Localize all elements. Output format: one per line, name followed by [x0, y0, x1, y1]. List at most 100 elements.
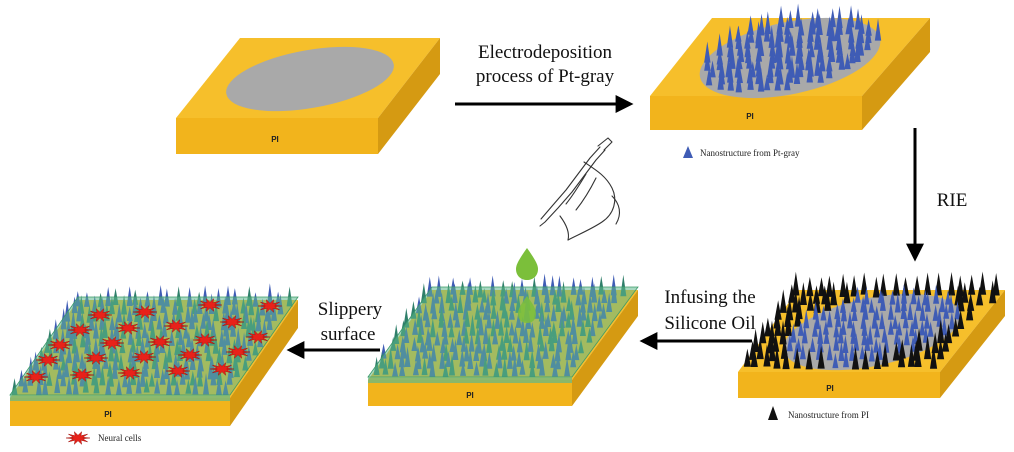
neural-cells	[23, 297, 283, 385]
pt-gray-spike	[813, 30, 821, 50]
pt-gray-spike	[887, 301, 894, 320]
pi-spike	[782, 346, 790, 370]
pt-gray-spike	[768, 25, 775, 48]
neural-cell	[257, 298, 283, 314]
oil-layer-front	[368, 377, 572, 383]
pt-gray-spike	[912, 328, 919, 345]
pt-gray-spike	[849, 41, 856, 64]
pt-gray-spike	[859, 345, 866, 360]
rie-caption: RIE	[937, 190, 968, 211]
pi-spike	[817, 277, 826, 297]
pi-spike	[764, 317, 772, 337]
pi-spike	[759, 321, 767, 344]
pi-spike	[839, 273, 847, 298]
pt-gray-spike	[769, 36, 776, 57]
substrate-front	[368, 380, 572, 406]
pi-spike	[752, 328, 760, 353]
pt-gray-spike	[826, 343, 833, 361]
pi-spike	[774, 315, 782, 336]
pt-gray-spike	[844, 53, 851, 70]
pi-spike	[772, 333, 780, 352]
pt-gray-spike	[806, 60, 813, 83]
pt-gray-spike	[932, 304, 939, 321]
pi-spike	[873, 350, 882, 370]
neural-cell	[219, 314, 245, 330]
pt-gray-spike	[833, 332, 840, 351]
pi-spike	[892, 341, 900, 361]
pt-gray-spike	[933, 284, 940, 304]
pt-gray-spike	[868, 344, 875, 362]
pi-spike	[791, 289, 800, 313]
electrodeposition-caption-line2: process of Pt-gray	[476, 66, 615, 87]
pt-gray-spike	[941, 316, 948, 336]
neural-cell	[209, 361, 235, 377]
neural-cell	[35, 352, 61, 368]
pt-gray-spike	[919, 302, 926, 321]
pt-gray-spike	[845, 17, 852, 35]
panel-rie: PI	[738, 271, 1005, 398]
pt-gray-spike	[842, 347, 849, 368]
pt-gray-spike	[892, 314, 899, 329]
pt-gray-spike	[846, 311, 853, 329]
pt-gray-spike	[850, 326, 857, 344]
pi-spike	[915, 328, 923, 351]
pt-gray-spike	[894, 292, 901, 313]
pt-gray-spike	[939, 295, 946, 313]
pi-spike	[929, 345, 938, 369]
pt-gray-spike	[817, 64, 824, 83]
neural-cell	[163, 318, 189, 334]
pt-gray-spike	[863, 286, 870, 305]
slippery-caption-line1: Slippery	[318, 299, 383, 320]
pt-gray-spike	[874, 322, 881, 338]
neural-cell-icon-shape	[65, 430, 91, 446]
legend-pi-text: Nanostructure from PI	[788, 410, 869, 420]
neural-cell	[83, 350, 109, 366]
pt-gray-spike	[729, 44, 736, 69]
slippery-caption-line2: surface	[321, 324, 376, 345]
pi-spike	[806, 276, 814, 297]
pt-gray-spike	[873, 337, 880, 353]
pt-gray-spike	[947, 293, 954, 313]
pt-gray-spike	[943, 303, 950, 319]
pt-gray-spike	[709, 60, 716, 78]
pi-spike	[799, 282, 807, 306]
pi-spike	[941, 333, 950, 352]
pi-spike	[851, 347, 860, 370]
pt-gray-spike	[915, 295, 922, 311]
pi-spike	[779, 320, 787, 345]
pt-gray-spike	[887, 319, 894, 335]
neural-cell	[23, 369, 49, 385]
pt-gray-spike	[758, 13, 765, 36]
pt-gray-spike	[909, 320, 916, 337]
pt-gray-spike	[705, 66, 713, 86]
neural-cell	[197, 297, 223, 313]
pt-gray-spike	[774, 58, 781, 77]
pi-spike	[784, 312, 792, 336]
substrate-label: PI	[466, 391, 474, 400]
substrate-side	[230, 300, 298, 426]
pt-gray-spike	[874, 18, 882, 41]
pt-gray-spike	[735, 70, 742, 93]
pi-spike	[824, 288, 832, 311]
pt-gray-spike	[822, 320, 829, 335]
pt-gray-spike	[840, 301, 847, 322]
pi-spike	[850, 275, 858, 297]
neural-cell	[47, 337, 73, 353]
pt-gray-spike	[838, 341, 845, 362]
pt-gray-spike	[849, 342, 856, 361]
pt-gray-spike	[793, 61, 801, 84]
pt-gray-spike	[893, 327, 900, 345]
pt-gray-spike	[864, 334, 871, 351]
neural-cell	[192, 332, 218, 348]
substrate-side	[862, 18, 930, 130]
pt-gray-spike	[784, 24, 791, 44]
pt-gray-spike	[889, 290, 896, 305]
pi-spike	[750, 346, 758, 367]
pi-spike	[892, 273, 900, 296]
pi-spike	[961, 282, 969, 303]
pt-gray-spike	[796, 54, 804, 78]
substrate-front	[10, 398, 230, 426]
substrate-front	[176, 118, 378, 154]
pt-gray-spike	[789, 35, 796, 56]
pt-gray-spike	[763, 74, 771, 91]
